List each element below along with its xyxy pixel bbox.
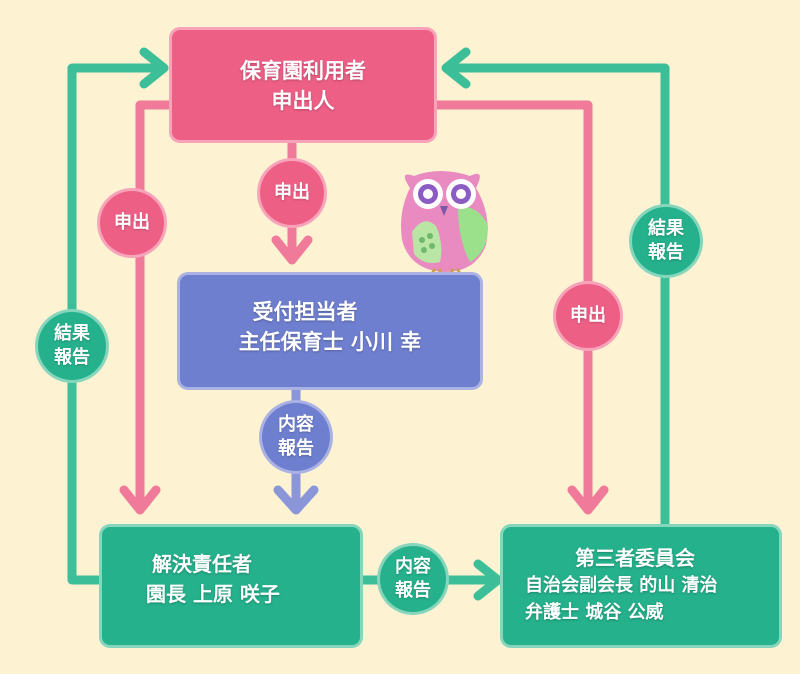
label-text: 報告 (648, 242, 684, 263)
label-text: 申出 (274, 182, 310, 203)
label-apply-center: 申出 (260, 161, 324, 225)
label-text: 報告 (395, 580, 431, 601)
box-user: 保育園利用者 申出人 (172, 30, 434, 140)
label-content-report-bottom: 内容 報告 (380, 546, 446, 612)
label-apply-left: 申出 (100, 191, 164, 255)
box-resolver-line: 園長 上原 咲子 (146, 582, 280, 606)
label-text: 内容 (395, 556, 431, 577)
label-apply-right: 申出 (556, 284, 620, 348)
arrow-head-icon (567, 485, 609, 515)
connector-user-to-resolver (135, 100, 177, 510)
box-reception-line: 受付担当者 (252, 300, 358, 324)
label-text: 報告 (54, 347, 90, 368)
label-text: 内容 (278, 414, 314, 435)
box-reception: 受付担当者 主任保育士 小川 幸 (180, 275, 480, 387)
label-text: 申出 (114, 212, 150, 233)
box-resolver-line: 解決責任者 (152, 552, 252, 576)
label-result-report-left: 結果 報告 (38, 312, 106, 380)
label-text: 結果 (648, 218, 684, 239)
owl-icon (401, 171, 488, 280)
box-committee: 第三者委員会 自治会副会長 的山 清治 弁護士 城谷 公威 (503, 527, 779, 645)
label-content-report-center: 内容 報告 (262, 403, 330, 471)
box-user-line: 保育園利用者 (240, 59, 366, 83)
connector-user-to-committee (429, 100, 593, 510)
box-committee-line: 自治会副会長 的山 清治 (525, 575, 718, 596)
box-committee-line: 弁護士 城谷 公威 (525, 602, 664, 623)
box-user-line: 申出人 (271, 89, 335, 113)
box-resolver: 解決責任者 園長 上原 咲子 (102, 527, 360, 645)
arrow-head-icon (473, 559, 503, 601)
label-text: 結果 (54, 323, 90, 344)
arrow-head-icon (119, 485, 161, 515)
label-text: 申出 (570, 305, 606, 326)
connector-committee-to-user (450, 63, 670, 532)
box-reception-line: 主任保育士 小川 幸 (238, 330, 422, 354)
box-committee-line: 第三者委員会 (575, 546, 695, 570)
label-result-report-right: 結果 報告 (632, 207, 700, 275)
arrow-head-icon (271, 235, 313, 265)
arrow-head-icon (139, 47, 169, 89)
arrow-head-icon (441, 47, 471, 89)
label-text: 報告 (278, 438, 314, 459)
arrow-head-icon (273, 485, 319, 515)
